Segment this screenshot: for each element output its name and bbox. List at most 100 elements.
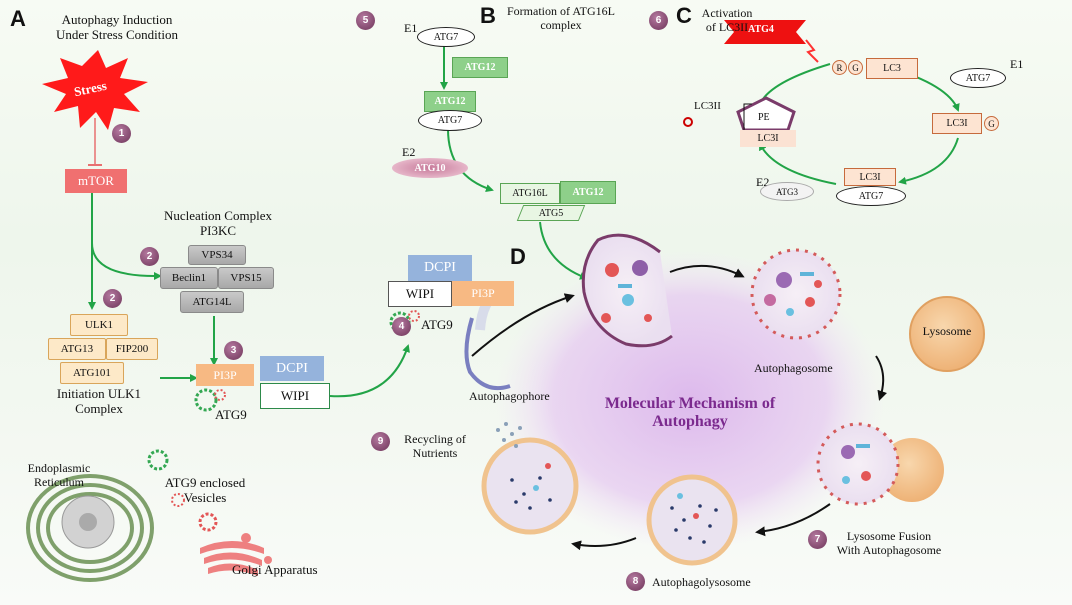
panel-c-title-line2: of LC3II: [705, 19, 749, 34]
atg7-ellipse-c2: ATG7: [836, 186, 906, 206]
initiation-label-line1: Initiation ULK1: [56, 386, 142, 401]
step-badge-8: 8: [626, 572, 645, 591]
panel-b-title-line2: complex: [540, 17, 582, 32]
autophagolysosome-label: Autophagolysosome: [652, 575, 751, 589]
wipi-box-a: WIPI: [260, 383, 330, 409]
vesicles-label-line2: Vesicles: [183, 489, 227, 505]
panel-label-b: B: [480, 3, 496, 28]
fusion-label: Lysosome Fusion With Autophagosome: [826, 529, 952, 558]
nucleation-label-line1: Nucleation Complex: [164, 208, 272, 223]
atg101-box: ATG101: [60, 362, 124, 384]
vps15-box: VPS15: [218, 267, 274, 289]
lc3i-box-right: LC3I: [932, 113, 982, 134]
atg13-box: ATG13: [48, 338, 106, 360]
atg5-box: ATG5: [516, 205, 586, 221]
atg7-ellipse-b2: ATG7: [418, 110, 482, 131]
er-label: Endoplasmic Reticulum: [14, 461, 104, 490]
molecular-mechanism-title: Molecular Mechanism of Autophagy: [570, 395, 810, 432]
atg3-ellipse: ATG3: [760, 182, 814, 201]
r-circle: R: [832, 60, 847, 75]
panel-a-title-line2: Under Stress Condition: [55, 26, 179, 42]
step-badge-5: 5: [356, 11, 375, 30]
vesicles-label-line1: ATG9 enclosed: [164, 475, 246, 490]
panel-label-a: A: [10, 6, 26, 31]
step-badge-6: 6: [649, 11, 668, 30]
autophagolysosome-shape: [646, 474, 738, 566]
ulk1-box: ULK1: [70, 314, 128, 336]
lc3ii-label: LC3II: [694, 100, 721, 112]
atg4-label: ATG4: [748, 24, 774, 35]
endoplasmic-reticulum-shape: [26, 474, 154, 582]
atg7-ellipse-b1: ATG7: [417, 27, 475, 47]
step-badge-2-initiation: 2: [103, 289, 122, 308]
atg10-ellipse: ATG10: [392, 158, 468, 178]
e1-label-c: E1: [1010, 57, 1024, 71]
fusion-autophagosome: [816, 422, 900, 506]
recycling-label-line1: Recycling of: [404, 432, 466, 446]
e1-label-b: E1: [404, 21, 418, 35]
atg12-box-b2: ATG12: [424, 91, 476, 112]
step-badge-7: 7: [808, 530, 827, 549]
nucleation-label: Nucleation Complex PI3KC: [152, 208, 284, 239]
recycling-label-line2: Nutrients: [412, 445, 458, 460]
step-badge-4: 4: [392, 317, 411, 336]
vps34-box: VPS34: [188, 245, 246, 265]
atg16l-box: ATG16L: [500, 183, 560, 204]
initiation-label-line2: Complex: [75, 400, 123, 416]
autophagophore-shape: [464, 317, 511, 391]
vesicles-label: ATG9 enclosed Vesicles: [150, 475, 260, 506]
panel-c-title: Activation of LC3II: [692, 6, 762, 35]
panel-b-title-line1: Formation of ATG16L: [507, 4, 615, 18]
recycling-label: Recycling of Nutrients: [392, 432, 478, 461]
panel-c-title-line1: Activation: [701, 6, 753, 20]
molecular-mechanism-title-line1: Molecular Mechanism of: [604, 395, 776, 412]
lysosome-label: Lysosome: [922, 324, 972, 338]
golgi-shape: [200, 533, 272, 576]
panel-a-title: Autophagy Induction Under Stress Conditi…: [42, 12, 192, 43]
atg9-label-a: ATG9: [215, 407, 247, 422]
atg9-label-d: ATG9: [421, 317, 453, 332]
autophagosome-shape: [750, 248, 842, 340]
g-circle-top: G: [848, 60, 863, 75]
er-label-line1: Endoplasmic: [27, 461, 91, 475]
g-circle-right: G: [984, 116, 999, 131]
e2-label-b: E2: [402, 145, 416, 159]
fusion-label-line2: With Autophagosome: [836, 542, 942, 557]
atg12-box-b1: ATG12: [452, 57, 508, 78]
lc3i-box-bottom: LC3I: [844, 168, 896, 186]
panel-a-title-line1: Autophagy Induction: [61, 12, 173, 27]
atg4-banner: [724, 20, 806, 44]
initiation-label: Initiation ULK1 Complex: [44, 386, 154, 417]
panel-label-c: C: [676, 3, 692, 28]
autophagophore-label: Autophagophore: [469, 389, 550, 403]
molecular-mechanism-title-line2: Autophagy: [652, 413, 728, 431]
panel-label-d: D: [510, 244, 526, 269]
atg7-ellipse-c1: ATG7: [950, 68, 1006, 88]
step-badge-9: 9: [371, 432, 390, 451]
stress-starburst: [42, 50, 148, 130]
step-badge-1: 1: [112, 124, 131, 143]
recycling-cell-shape: [481, 437, 579, 535]
er-label-line2: Reticulum: [34, 474, 84, 489]
step-badge-3: 3: [224, 341, 243, 360]
nucleation-label-line2: PI3KC: [199, 222, 237, 238]
pi3p-box-a: PI3P: [196, 364, 254, 386]
fip200-box: FIP200: [106, 338, 158, 360]
pe-label: PE: [758, 112, 770, 123]
beclin1-box: Beclin1: [160, 267, 218, 289]
autophagosome-label: Autophagosome: [754, 361, 833, 375]
lysosome-shape: [909, 296, 985, 372]
golgi-label: Golgi Apparatus: [232, 562, 318, 577]
lc3-box: LC3: [866, 58, 918, 79]
panel-b-title: Formation of ATG16L complex: [500, 4, 622, 33]
dcpi-box-d: DCPI: [408, 255, 472, 281]
pi3p-box-d: PI3P: [452, 281, 514, 306]
atg14l-box: ATG14L: [180, 291, 244, 313]
step-badge-2-nucleation: 2: [140, 247, 159, 266]
wipi-box-d: WIPI: [388, 281, 452, 307]
fusion-label-line1: Lysosome Fusion: [846, 529, 932, 543]
lc3i-box-pe: LC3I: [740, 130, 796, 147]
dcpi-box-a: DCPI: [260, 356, 324, 381]
